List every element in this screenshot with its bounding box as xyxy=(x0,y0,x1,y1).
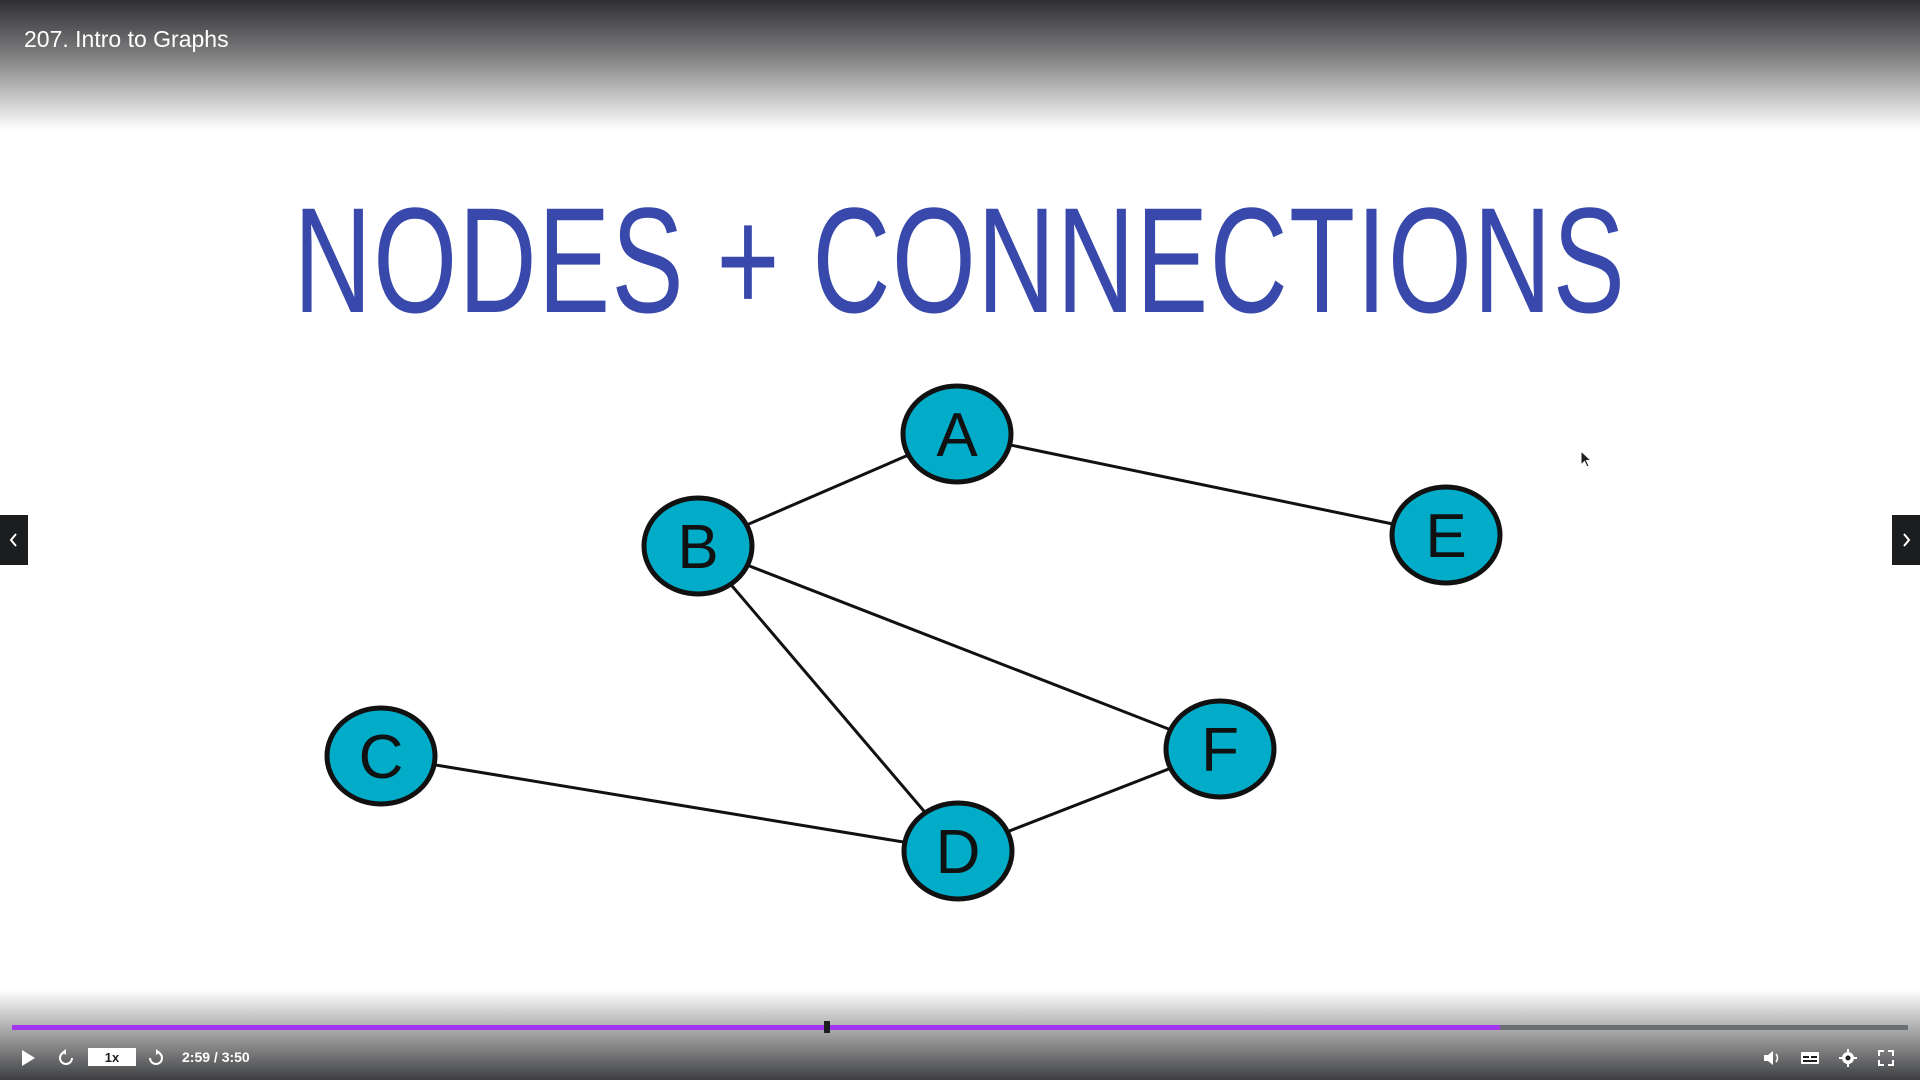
mouse-pointer-icon xyxy=(1580,450,1593,468)
graph-edge-b-d xyxy=(696,545,960,852)
rewind-icon xyxy=(59,1049,73,1065)
bottom-overlay xyxy=(0,990,1920,1080)
graph-node-circle xyxy=(1389,484,1503,586)
volume-icon xyxy=(1764,1051,1779,1065)
bookmark-marker[interactable] xyxy=(824,1021,831,1033)
graph-edge-a-e xyxy=(956,432,1447,537)
graph-edge-c-d xyxy=(380,754,959,853)
graph-node-f: F xyxy=(1163,698,1277,800)
captions-icon xyxy=(1801,1052,1819,1064)
control-bar: 1x 2:59 / 3:50 xyxy=(0,1040,1920,1076)
graph-node-a: A xyxy=(900,383,1014,485)
next-lecture-button[interactable] xyxy=(1892,515,1920,565)
graph-node-circle xyxy=(901,800,1015,902)
graph-node-circle xyxy=(1163,698,1277,800)
forward-icon xyxy=(149,1049,163,1065)
graph-node-c: C xyxy=(324,705,438,807)
gear-icon xyxy=(1839,1049,1857,1067)
fullscreen-icon xyxy=(1878,1050,1894,1066)
progress-fill xyxy=(12,1025,1501,1030)
play-button[interactable] xyxy=(16,1046,40,1070)
graph-edge-b-f xyxy=(697,544,1221,751)
top-overlay xyxy=(0,0,1920,130)
graph-node-label: B xyxy=(677,513,718,582)
play-icon xyxy=(22,1050,35,1066)
graph-node-circle xyxy=(900,383,1014,485)
playback-speed-button[interactable]: 1x xyxy=(88,1048,136,1066)
volume-button[interactable] xyxy=(1760,1046,1784,1070)
captions-button[interactable] xyxy=(1798,1046,1822,1070)
video-title: 207. Intro to Graphs xyxy=(24,26,229,52)
graph-node-label: F xyxy=(1201,716,1239,785)
rewind-button[interactable] xyxy=(54,1046,78,1070)
graph-node-e: E xyxy=(1389,484,1503,586)
graph-node-label: A xyxy=(936,401,978,470)
progress-bar[interactable] xyxy=(12,1021,1908,1033)
graph-node-label: D xyxy=(936,818,981,887)
graph-node-label: C xyxy=(359,723,404,792)
graph-node-label: E xyxy=(1425,502,1466,571)
time-display: 2:59 / 3:50 xyxy=(182,1049,250,1065)
chevron-left-icon xyxy=(9,533,17,547)
previous-lecture-button[interactable] xyxy=(0,515,28,565)
graph-node-b: B xyxy=(641,495,755,597)
graph-node-circle xyxy=(324,705,438,807)
chevron-right-icon xyxy=(1903,533,1911,547)
graph-node-d: D xyxy=(901,800,1015,902)
forward-button[interactable] xyxy=(144,1046,168,1070)
settings-button[interactable] xyxy=(1836,1046,1860,1070)
graph-node-circle xyxy=(641,495,755,597)
fullscreen-button[interactable] xyxy=(1874,1046,1898,1070)
slide-title: NODES + CONNECTIONS xyxy=(293,176,1627,344)
